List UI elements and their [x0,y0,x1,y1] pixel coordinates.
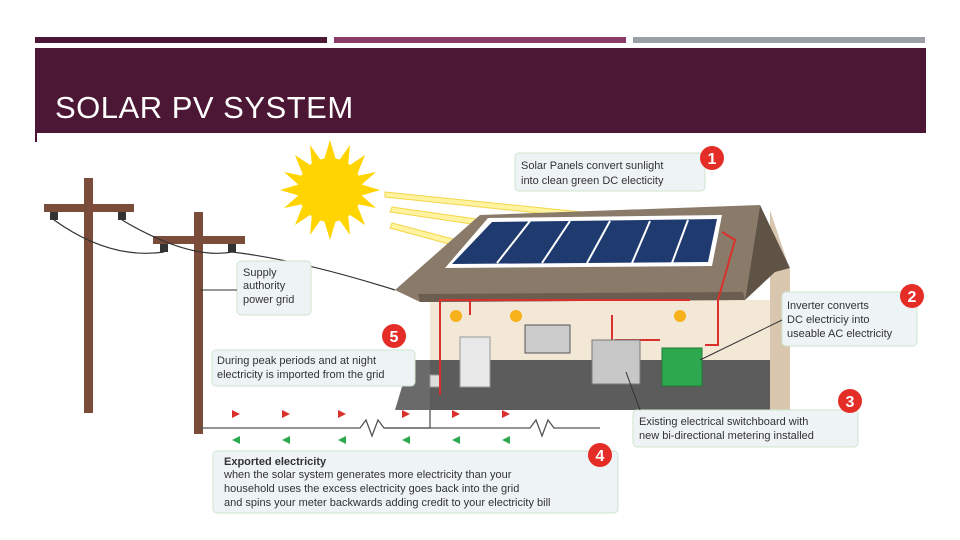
callout-1-line-2: into clean green DC electicity [521,175,664,187]
callout-3: Existing electrical switchboard with new… [625,371,862,448]
header-accent-bar-1 [35,37,327,43]
callout-5-line-2: electricity is imported from the grid [217,369,385,381]
solar-panels [445,215,722,268]
title-left-rule [35,133,37,142]
title-bar: SOLAR PV SYSTEM [35,48,926,133]
callout-5-line-1: During peak periods and at night [217,355,376,367]
callout-5-number: 5 [390,329,399,346]
export-arrows [232,410,510,418]
switchboard [591,339,641,385]
slide-title: SOLAR PV SYSTEM [55,90,354,125]
grid-label-line-3: power grid [243,294,294,306]
callout-2-line-2: DC electriciy into [787,314,870,326]
light-bulbs [450,310,686,322]
callout-4: Exported electricity when the solar syst… [212,443,619,514]
callout-4-line-1: when the solar system generates more ele… [223,469,512,481]
header-accent-bar-2 [334,37,626,43]
callout-3-badge [838,389,862,413]
grid-label-line-1: Supply [243,267,277,279]
callout-2-badge [900,284,924,308]
callout-4-title: Exported electricity [224,456,327,468]
grid-label-callout: Supply authority power grid [200,260,312,316]
grid-label-line-2: authority [243,280,286,292]
callout-2: Inverter converts DC electriciy into use… [699,284,924,361]
callout-1-badge [700,146,724,170]
callout-4-line-3: and spins your meter backwards adding cr… [224,497,550,509]
callout-5: During peak periods and at night electri… [211,324,416,387]
callout-2-line-1: Inverter converts [787,300,869,312]
callout-3-number: 3 [846,394,855,411]
callout-1-number: 1 [708,151,717,168]
import-arrows [232,436,510,444]
callout-2-line-3: useable AC electricity [787,328,893,340]
callout-4-number: 4 [596,448,605,465]
grid-connection-lines [200,410,600,438]
utility-poles [44,178,396,434]
sun-icon [280,140,380,240]
callout-2-number: 2 [908,289,917,306]
header-accent-bar-3 [633,37,925,43]
callout-1-line-1: Solar Panels convert sunlight [521,160,663,172]
inverter [661,347,703,387]
callout-5-badge [382,324,406,348]
callout-3-line-1: Existing electrical switchboard with [639,416,808,428]
callout-3-line-2: new bi-directional metering installed [639,430,814,442]
callout-4-line-2: household uses the excess electricity go… [224,483,519,495]
callout-4-badge [588,443,612,467]
callout-1: Solar Panels convert sunlight into clean… [514,146,724,192]
